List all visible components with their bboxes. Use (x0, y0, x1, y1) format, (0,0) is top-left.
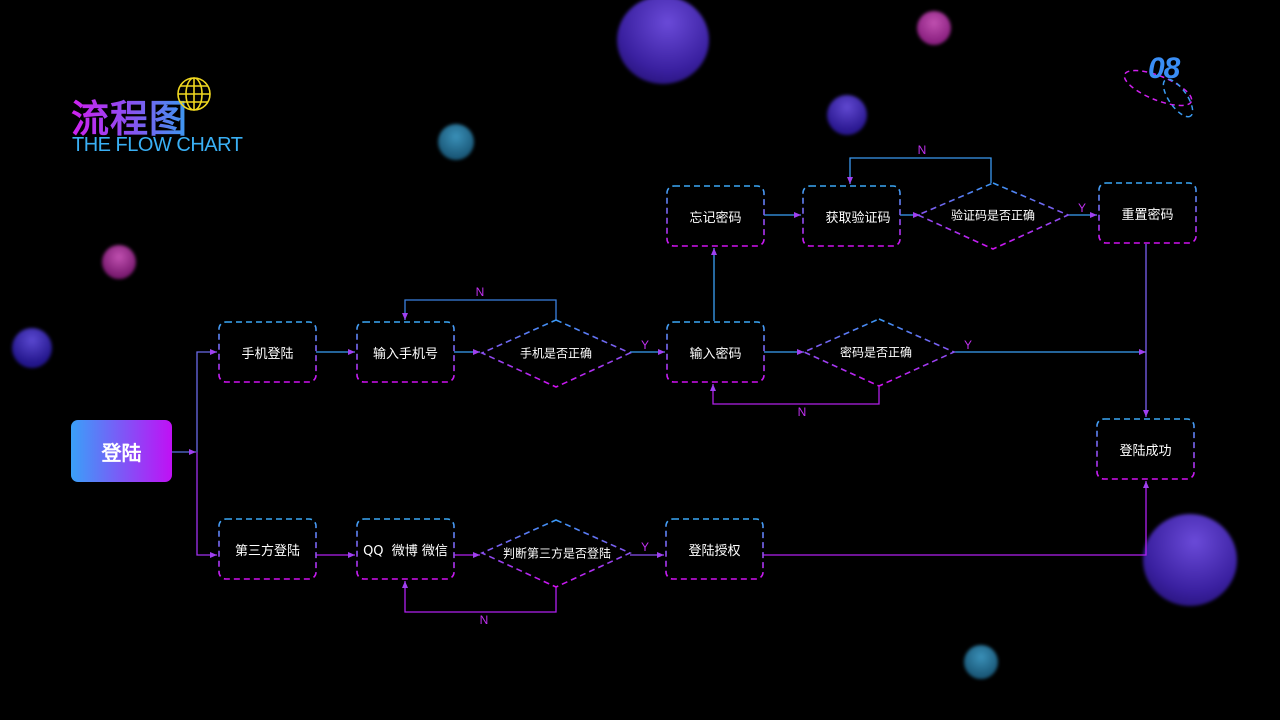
start-node-login[interactable]: 登陆 (71, 420, 172, 482)
decor-sphere-teal-left (438, 124, 474, 160)
label-yes-password: Y (963, 338, 973, 352)
box-third-party-outline (218, 518, 317, 580)
decor-sphere-large-top (617, 0, 709, 84)
label-no-phone: N (475, 285, 485, 299)
decor-sphere-purple-left (12, 328, 52, 368)
box-get-code-outline (802, 185, 901, 247)
decision-code-check[interactable]: 验证码是否正确 (950, 208, 1036, 223)
label-yes-phone: Y (640, 338, 650, 352)
node-third-party-login[interactable]: 第三方登陆 (234, 543, 300, 559)
node-phone-login[interactable]: 手机登陆 (241, 346, 294, 362)
decor-sphere-small-purple (827, 95, 867, 135)
node-reset-password[interactable]: 重置密码 (1121, 207, 1174, 223)
page-title: 流程图 (71, 88, 188, 143)
label-no-password: N (797, 405, 807, 419)
node-login-authorize[interactable]: 登陆授权 (688, 543, 741, 559)
edge-phone-check-no (402, 299, 557, 321)
node-third-party-options[interactable]: QQ 微博 微信 (363, 543, 448, 559)
decor-sphere-pink-top (917, 11, 951, 45)
box-options-outline (356, 518, 455, 580)
label-no-third-party: N (479, 613, 489, 627)
node-get-code[interactable]: 获取验证码 (825, 210, 891, 226)
orbit-icon (1123, 69, 1194, 118)
box-input-password-outline (666, 321, 765, 383)
box-authorize-outline (665, 518, 764, 580)
edge-authorize-to-success (763, 481, 1149, 556)
page-subtitle: THE FLOW CHART (72, 134, 243, 156)
decor-sphere-pink-left (102, 245, 136, 279)
box-input-phone-outline (356, 321, 455, 383)
node-forgot-password[interactable]: 忘记密码 (689, 210, 742, 226)
decor-sphere-large-bottom (1143, 514, 1237, 606)
diamond-third-party-check-outline (480, 519, 632, 588)
label-no-code: N (917, 143, 927, 157)
decor-sphere-teal-bottom (964, 645, 998, 679)
label-yes-third-party: Y (640, 540, 650, 554)
box-phone-login-outline (218, 321, 317, 383)
globe-icon (177, 77, 211, 111)
diamond-password-check-outline (802, 318, 956, 387)
edge-split-to-third-party (196, 452, 217, 558)
edge-password-check-no (710, 384, 880, 405)
decision-third-party-check[interactable]: 判断第三方是否登陆 (502, 546, 612, 561)
label-yes-code: Y (1077, 201, 1087, 215)
diamond-code-check-outline (916, 182, 1070, 250)
diamond-phone-check-outline (480, 319, 632, 388)
node-input-password[interactable]: 输入密码 (689, 346, 742, 362)
box-login-success-outline (1096, 418, 1195, 480)
edge-split-to-phone-login (196, 349, 217, 452)
node-input-phone[interactable]: 输入手机号 (372, 346, 438, 362)
box-reset-password-outline (1098, 182, 1197, 244)
edge-third-party-check-no (402, 581, 557, 613)
box-forgot-password-outline (666, 185, 765, 247)
page-number: 08 (1148, 52, 1180, 85)
node-login-success[interactable]: 登陆成功 (1119, 443, 1172, 459)
edge-code-check-no (847, 157, 992, 184)
decision-password-check[interactable]: 密码是否正确 (839, 345, 913, 360)
decision-phone-check[interactable]: 手机是否正确 (519, 346, 593, 361)
